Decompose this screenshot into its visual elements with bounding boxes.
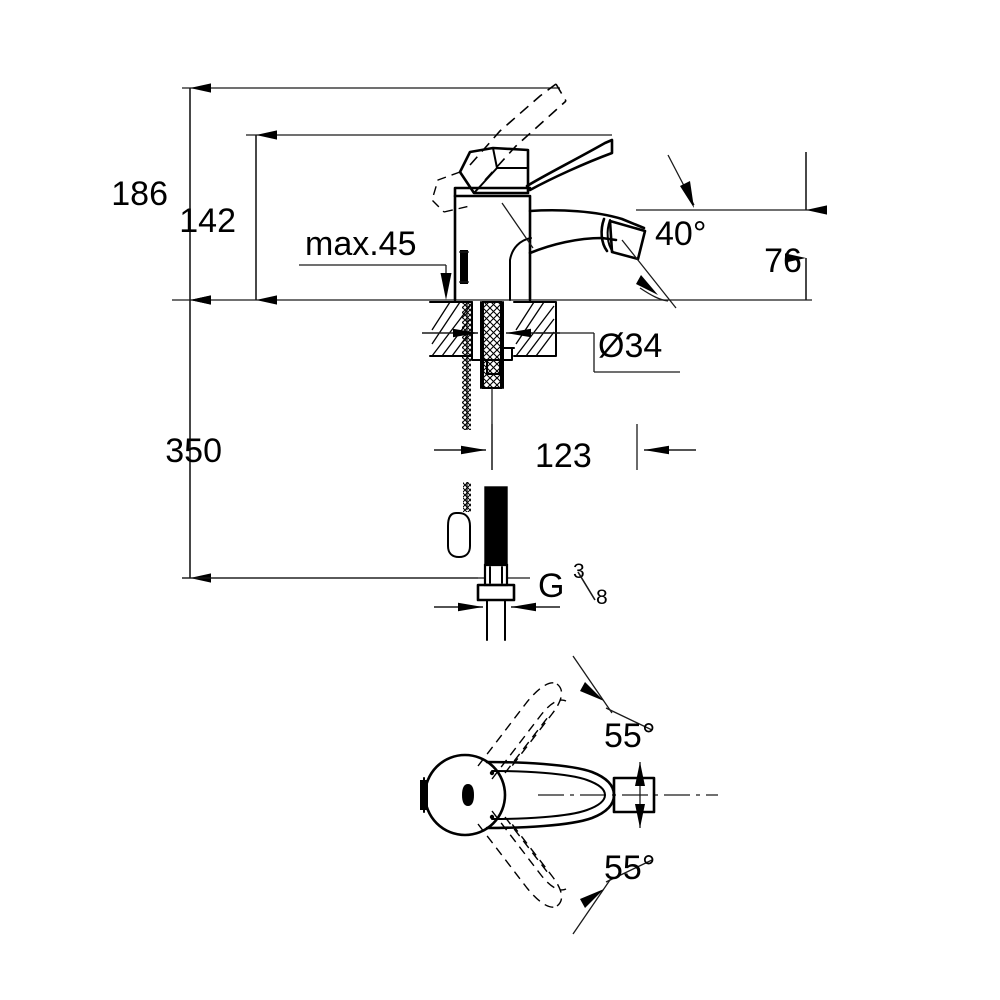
dimension-label-142: 142 [179, 202, 236, 240]
dimension-label-76: 76 [764, 242, 802, 280]
dimension-angle-40: 40° [621, 154, 706, 309]
dimension-max45: max.45 [305, 225, 469, 300]
dimension-123: 123 [434, 424, 696, 475]
dimension-label-55-upper: 55° [604, 717, 655, 755]
dimension-label-55-lower: 55° [604, 849, 655, 887]
thread-label-g: G [538, 567, 564, 605]
dimension-label-123: 123 [535, 437, 592, 475]
dimension-label-186: 186 [111, 175, 168, 213]
dimension-186: 186 [111, 83, 211, 305]
dimension-label-40deg: 40° [655, 215, 706, 253]
faucet-elevation-geometry [431, 83, 647, 302]
dimension-diameter-34: Ø34 [422, 327, 662, 365]
dimension-label-max45: max.45 [305, 225, 417, 263]
thread-label-denominator: 8 [596, 586, 608, 609]
dimension-76: 76 [764, 152, 827, 300]
thread-label-numerator: 3 [573, 560, 585, 583]
hose-end-connector [447, 482, 516, 641]
dimension-thread-g38: G 3 8 [182, 560, 608, 612]
dimension-142: 142 [179, 130, 277, 305]
deck-section-mounting [429, 301, 557, 470]
dimension-label-350: 350 [165, 432, 222, 470]
plan-view-swivel: 55° 55° [420, 655, 718, 935]
dimension-350: 350 [165, 295, 222, 583]
dimension-label-d34: Ø34 [598, 327, 662, 365]
